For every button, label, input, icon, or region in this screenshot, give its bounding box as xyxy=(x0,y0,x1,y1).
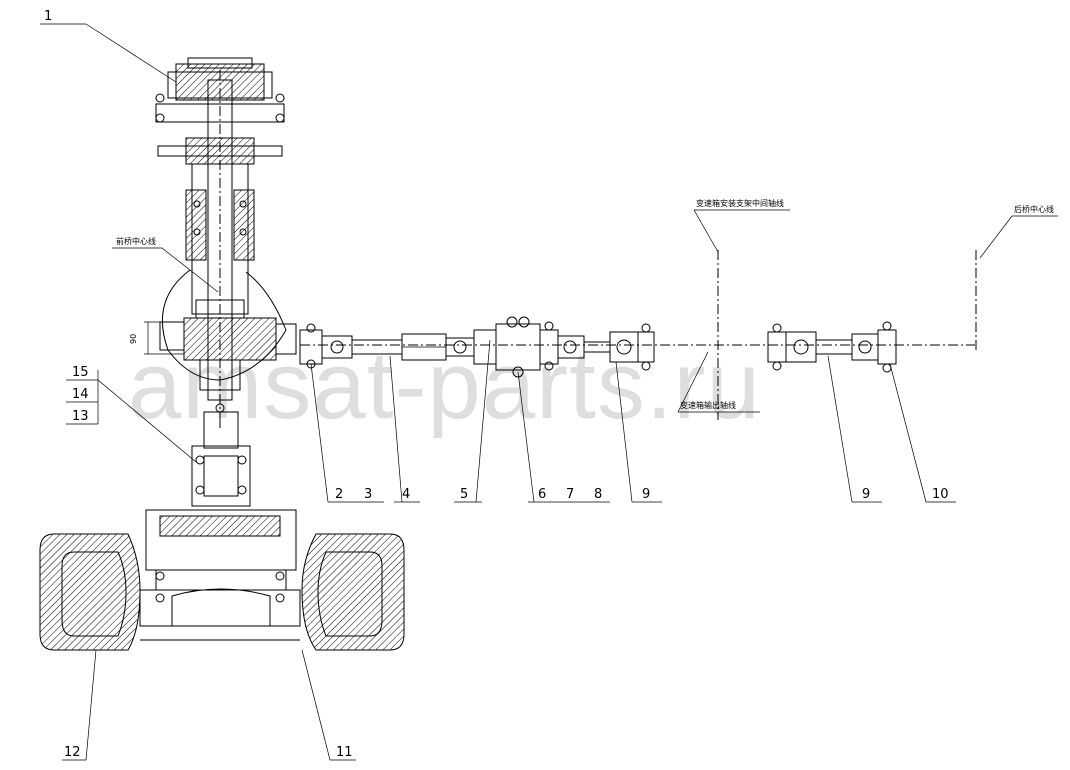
callout-6: 6 xyxy=(538,487,546,502)
label-rear-axle-center: 后桥中心线 xyxy=(1014,204,1054,214)
propeller-shaft-rear xyxy=(767,321,897,373)
label-gearbox-mount-center: 变速箱安装支架中间轴线 xyxy=(696,198,784,208)
callout-5: 5 xyxy=(460,487,468,502)
wheel-assembly xyxy=(39,509,405,651)
front-axle-assembly xyxy=(144,57,297,428)
label-front-axle-center: 前桥中心线 xyxy=(116,236,156,246)
callout-4: 4 xyxy=(402,487,410,502)
callout-13: 13 xyxy=(72,409,89,424)
callout-7: 7 xyxy=(566,487,574,502)
watermark: amsat-parts.ru xyxy=(128,332,761,439)
propeller-shaft-front xyxy=(299,323,475,369)
propeller-shaft-middle xyxy=(557,323,655,371)
callout-15: 15 xyxy=(72,365,89,380)
label-gearbox-output-axis: 变速箱输出轴线 xyxy=(680,400,736,410)
callout-9a: 9 xyxy=(642,487,650,502)
lower-support-bracket xyxy=(191,411,251,507)
callout-1: 1 xyxy=(44,9,52,24)
callout-10: 10 xyxy=(932,487,949,502)
callout-8: 8 xyxy=(594,487,602,502)
callout-2: 2 xyxy=(335,487,343,502)
callout-9b: 9 xyxy=(862,487,870,502)
callout-12: 12 xyxy=(64,745,81,760)
dimension-90: 90 xyxy=(129,334,138,344)
callout-3: 3 xyxy=(364,487,372,502)
callout-11: 11 xyxy=(336,745,353,760)
leader-lines xyxy=(40,23,1058,761)
callout-14: 14 xyxy=(72,387,89,402)
